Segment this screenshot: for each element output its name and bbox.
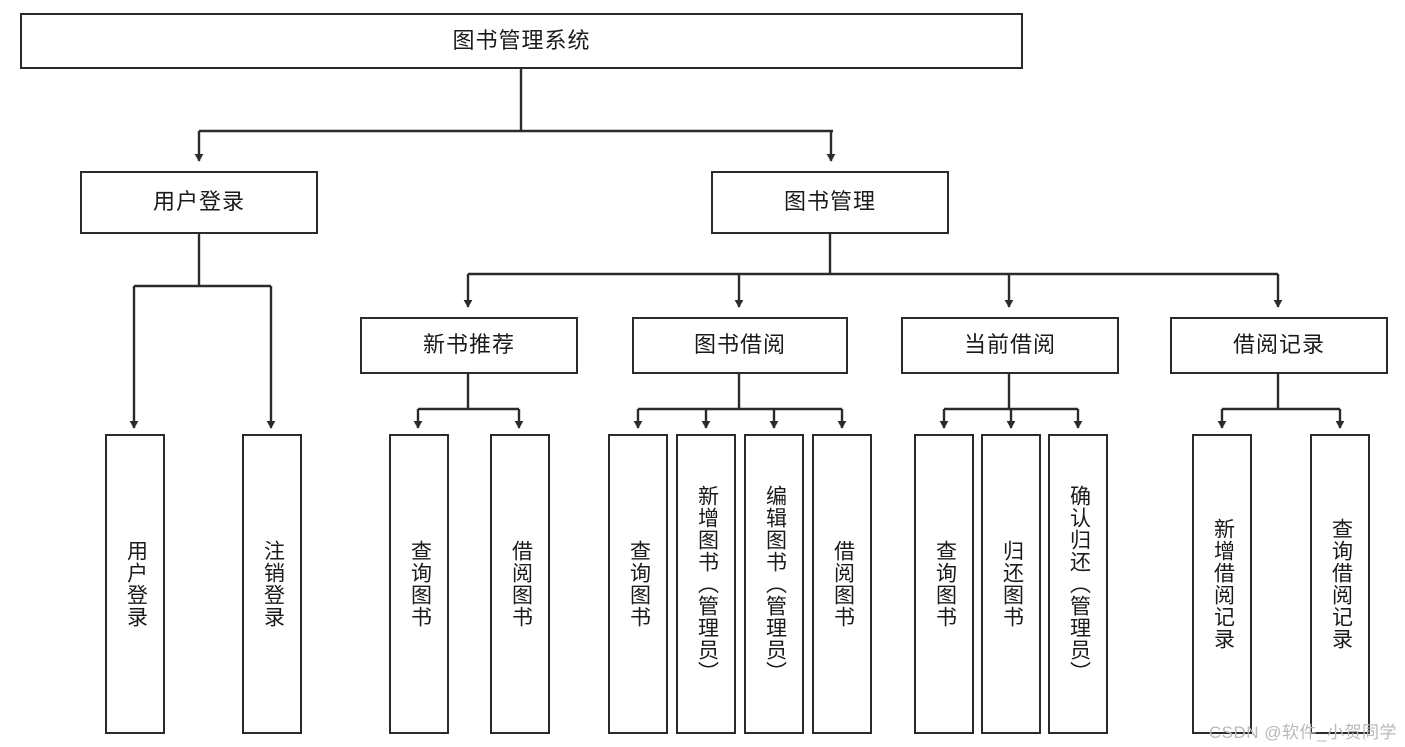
node-leaf-borrow-book[interactable]: 借阅图书 <box>812 434 872 734</box>
node-label: 借阅记录 <box>1232 332 1325 358</box>
node-label: 新增图书（管理员） <box>695 485 719 683</box>
node-leaf-user-login[interactable]: 用户登录 <box>105 434 165 734</box>
node-leaf-query-book-borrow[interactable]: 查询图书 <box>608 434 668 734</box>
node-borrow-record[interactable]: 借阅记录 <box>1170 317 1388 374</box>
node-label: 借阅图书 <box>831 540 855 628</box>
node-book-management[interactable]: 图书管理 <box>711 171 949 234</box>
node-label: 确认归还（管理员） <box>1067 485 1091 683</box>
node-label: 图书借阅 <box>693 332 786 358</box>
node-label: 编辑图书（管理员） <box>763 485 787 683</box>
node-label: 新书推荐 <box>422 332 515 358</box>
node-leaf-query-book-current[interactable]: 查询图书 <box>914 434 974 734</box>
node-label: 归还图书 <box>1000 540 1024 628</box>
node-label: 查询借阅记录 <box>1329 518 1353 650</box>
node-root-book-management-system[interactable]: 图书管理系统 <box>20 13 1023 69</box>
node-book-borrow[interactable]: 图书借阅 <box>632 317 848 374</box>
node-leaf-logout[interactable]: 注销登录 <box>242 434 302 734</box>
node-label: 新增借阅记录 <box>1211 518 1235 650</box>
node-label: 借阅图书 <box>509 540 533 628</box>
node-leaf-return-book[interactable]: 归还图书 <box>981 434 1041 734</box>
node-current-borrow[interactable]: 当前借阅 <box>901 317 1119 374</box>
node-leaf-query-book-recommend[interactable]: 查询图书 <box>389 434 449 734</box>
node-label: 查询图书 <box>933 540 957 628</box>
node-leaf-edit-book-admin[interactable]: 编辑图书（管理员） <box>744 434 804 734</box>
node-label: 查询图书 <box>627 540 651 628</box>
node-leaf-borrow-book-recommend[interactable]: 借阅图书 <box>490 434 550 734</box>
node-label: 图书管理 <box>783 189 876 215</box>
node-leaf-add-borrow-record[interactable]: 新增借阅记录 <box>1192 434 1252 734</box>
node-leaf-add-book-admin[interactable]: 新增图书（管理员） <box>676 434 736 734</box>
node-new-book-recommendation[interactable]: 新书推荐 <box>360 317 578 374</box>
node-label: 用户登录 <box>152 189 245 215</box>
node-label: 注销登录 <box>261 540 285 628</box>
node-label: 当前借阅 <box>963 332 1056 358</box>
node-leaf-query-borrow-record[interactable]: 查询借阅记录 <box>1310 434 1370 734</box>
node-label: 用户登录 <box>124 540 148 628</box>
node-user-login[interactable]: 用户登录 <box>80 171 318 234</box>
node-leaf-confirm-return-admin[interactable]: 确认归还（管理员） <box>1048 434 1108 734</box>
node-label: 查询图书 <box>408 540 432 628</box>
node-label: 图书管理系统 <box>452 27 591 53</box>
